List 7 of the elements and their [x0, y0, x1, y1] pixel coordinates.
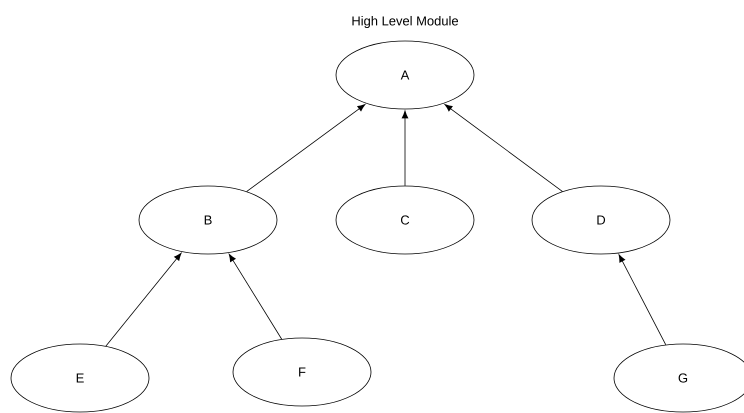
- title: High Level Module: [352, 16, 458, 28]
- arrow: [228, 254, 282, 340]
- arrow: [105, 252, 182, 346]
- arrow: [246, 104, 366, 192]
- arrow: [444, 104, 563, 192]
- arrow: [402, 110, 408, 186]
- arrow: [618, 254, 666, 346]
